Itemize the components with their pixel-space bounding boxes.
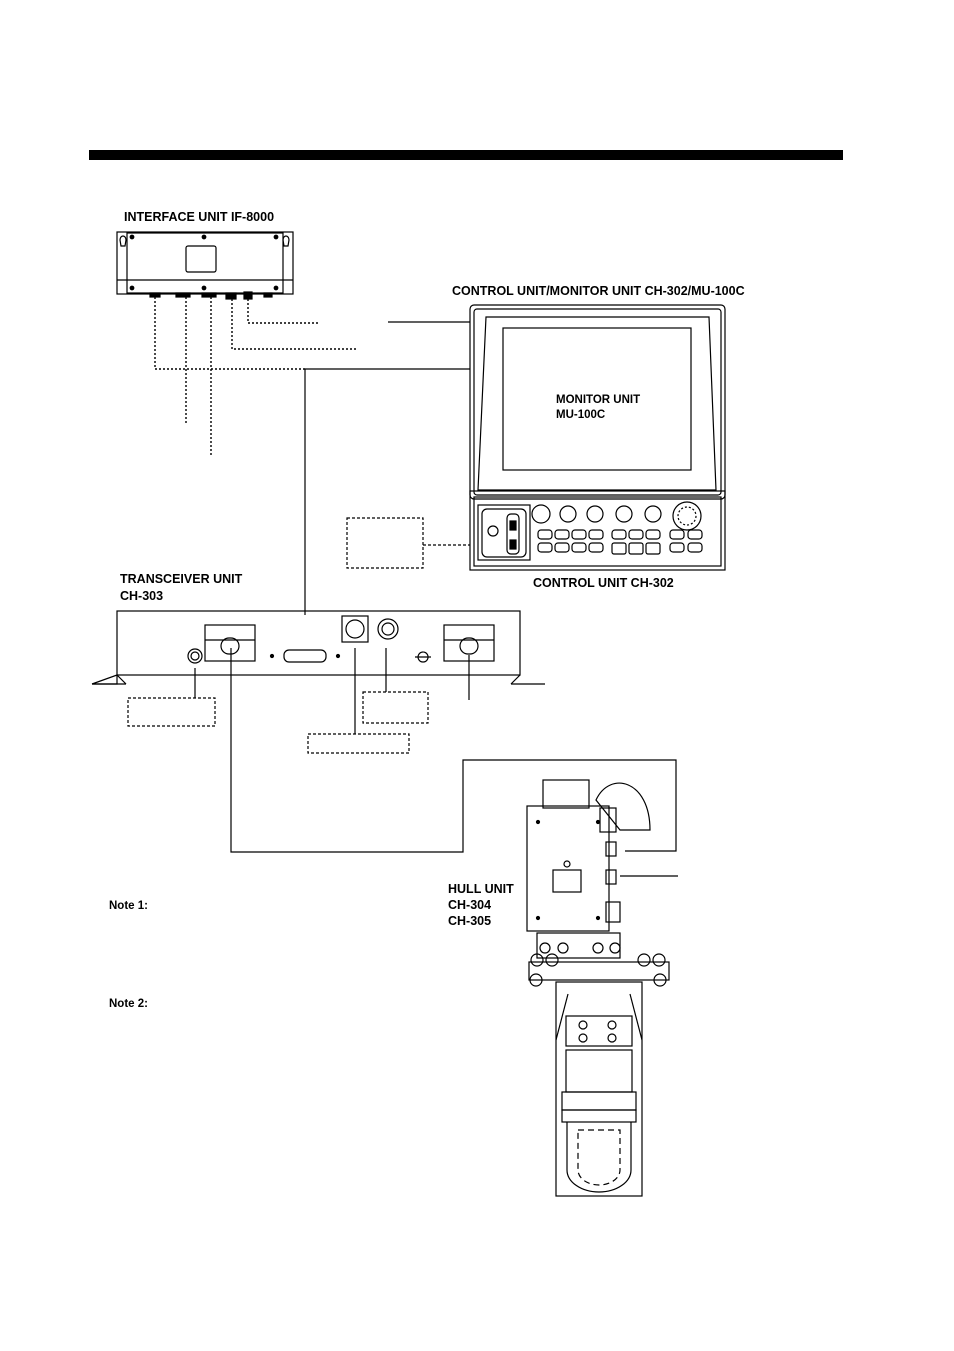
note-2-label: Note 2:	[109, 998, 148, 1010]
monitor-unit-label-line1: MONITOR UNIT	[556, 394, 641, 406]
note-1-label: Note 1:	[109, 900, 148, 912]
interface-unit-label: INTERFACE UNIT IF-8000	[124, 210, 275, 224]
monitor-unit-drawing	[469, 304, 726, 500]
hull-unit-label-line1: HULL UNIT	[448, 882, 514, 896]
header-rule	[89, 150, 843, 160]
hull-unit-drawing	[526, 779, 670, 1197]
transceiver-unit-label-line1: TRANSCEIVER UNIT	[120, 572, 243, 586]
dashed-option-boxes	[127, 517, 470, 754]
solid-cables	[194, 321, 678, 877]
monitor-unit-label-line2: MU-100C	[556, 409, 606, 421]
control-unit-label: CONTROL UNIT CH-302	[533, 576, 674, 590]
transceiver-unit-drawing	[91, 610, 545, 685]
interface-dotted-cables	[154, 297, 356, 455]
transceiver-unit-label-line2: CH-303	[120, 589, 164, 603]
hull-unit-label-line3: CH-305	[448, 914, 492, 928]
hull-unit-label-line2: CH-304	[448, 898, 492, 912]
control-monitor-unit-label: CONTROL UNIT/MONITOR UNIT CH-302/MU-100C	[452, 284, 745, 298]
control-unit-drawing	[469, 490, 726, 571]
interface-unit-drawing	[116, 231, 294, 300]
